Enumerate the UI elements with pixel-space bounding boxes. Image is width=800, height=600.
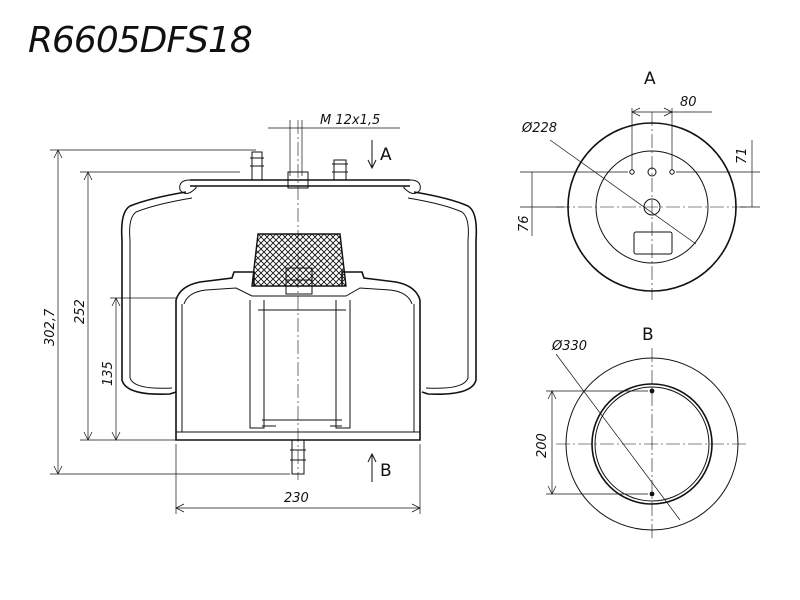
height-252-dimension: 252 — [73, 299, 88, 324]
arrow-a-label: A — [380, 145, 392, 165]
width-230-dimension: 230 — [284, 491, 309, 506]
top-offset-80-dimension: 80 — [680, 95, 697, 110]
overall-height-dimension: 302,7 — [43, 308, 58, 346]
top-offset-71-dimension: 71 — [735, 147, 750, 164]
top-offset-76-dimension: 76 — [517, 215, 532, 232]
part-number: R6605DFS18 — [28, 20, 252, 61]
view-b-title: B — [642, 325, 654, 345]
height-135-dimension: 135 — [101, 361, 116, 386]
view-b: B Ø330 200 — [535, 325, 748, 540]
section-view: M 12x1,5 302,7 252 135 230 A B — [43, 113, 478, 514]
view-a: A Ø228 80 71 76 — [517, 69, 760, 300]
bottom-diameter-dimension: Ø330 — [551, 339, 587, 354]
top-diameter-dimension: Ø228 — [521, 121, 557, 136]
view-a-title: A — [644, 69, 656, 89]
arrow-b-label: B — [380, 461, 392, 481]
bottom-spacing-200-dimension: 200 — [535, 433, 550, 458]
thread-dimension: M 12x1,5 — [320, 113, 380, 128]
